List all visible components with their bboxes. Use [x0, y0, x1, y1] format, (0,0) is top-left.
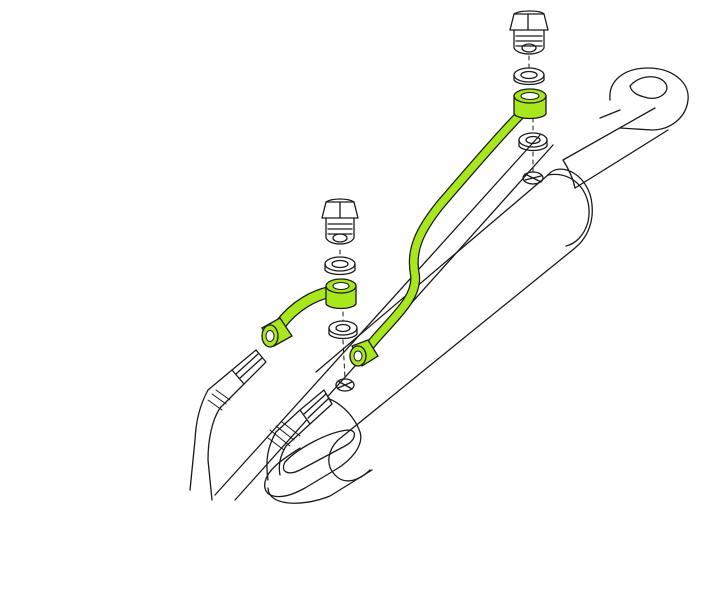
banjo-bolt-lower	[321, 198, 359, 245]
flexible-hoses	[189, 349, 333, 501]
rigid-pipe-long	[349, 88, 547, 367]
clevis-bottom	[267, 469, 373, 504]
clevis-slot	[282, 429, 356, 474]
hydraulic-cylinder	[264, 168, 593, 504]
hose-braid-lower	[267, 421, 301, 451]
banjo-bolt-upper	[509, 10, 549, 55]
cylinder-barrel-top	[315, 174, 549, 373]
sealing-washers	[324, 67, 548, 392]
cylinder-clevis	[264, 397, 362, 498]
cylinder-eye-end	[609, 67, 689, 131]
hose-braid-upper	[207, 389, 231, 411]
eye-bore	[629, 76, 668, 99]
alignment-lines	[339, 55, 534, 380]
cylinder-barrel	[328, 168, 593, 482]
piston-rod	[562, 107, 669, 189]
cylinder-end-cap	[547, 173, 590, 247]
rigid-pipe-short	[261, 278, 357, 348]
frame-rails	[214, 109, 621, 501]
